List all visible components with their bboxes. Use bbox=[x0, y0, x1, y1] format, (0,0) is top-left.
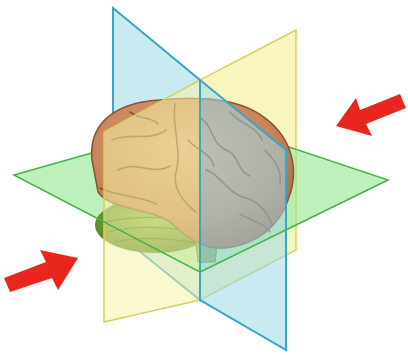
arrow-lower-left bbox=[4, 250, 78, 292]
arrow-upper-right bbox=[336, 94, 406, 136]
